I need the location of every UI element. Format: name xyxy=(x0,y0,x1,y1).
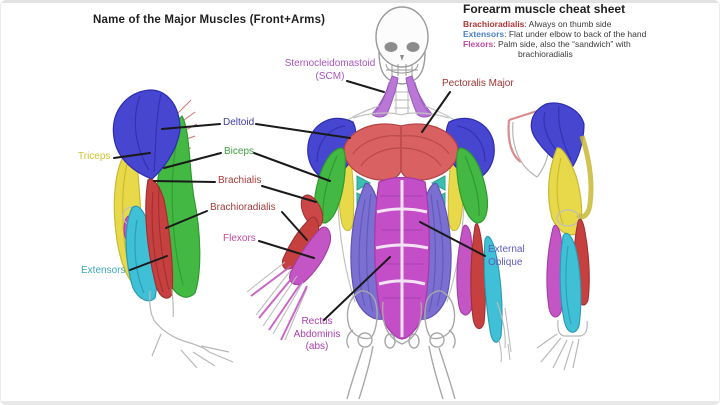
cheat-desc: : Flat under elbow to back of the hand xyxy=(504,29,647,39)
label-flexors: Flexors xyxy=(223,233,256,244)
cheat-sheet-title: Forearm muscle cheat sheet xyxy=(463,2,626,16)
cheat-desc: : Palm side, also the “sandwich” with br… xyxy=(493,39,631,59)
cheat-term: Flexors xyxy=(463,39,494,49)
extensors-muscle-back xyxy=(559,232,582,333)
biceps-muscle-right xyxy=(456,147,489,224)
pointer-deltoid-left xyxy=(161,123,221,130)
pointer-triceps xyxy=(113,152,151,159)
cheat-sheet-item-brachioradialis: Brachioradialis: Always on thumb side xyxy=(463,19,709,29)
biceps-muscle-left xyxy=(313,147,346,224)
pointer-brachialis-right xyxy=(261,185,317,203)
cheat-sheet-item-flexors: Flexors: Palm side, also the “sandwich” … xyxy=(463,39,709,59)
pointer-biceps-right xyxy=(253,152,331,182)
left-hand-sketch xyxy=(246,261,308,341)
cheat-sheet-item-extensors: Extensors: Flat under elbow to back of t… xyxy=(463,29,709,39)
pelvis-sketch xyxy=(346,290,456,400)
cheat-sheet: Forearm muscle cheat sheet Brachioradial… xyxy=(463,2,709,59)
cheat-term: Extensors xyxy=(463,29,505,39)
skull-sketch xyxy=(375,6,429,85)
top-edge-bar xyxy=(1,0,719,3)
pointer-rectus-abdominis xyxy=(323,256,391,321)
label-biceps: Biceps xyxy=(224,146,255,157)
pointer-brachioradialis-left xyxy=(165,210,208,229)
neck-bones xyxy=(394,84,410,114)
left-arm-hand-sketch xyxy=(149,288,234,369)
pointer-brachioradialis-right xyxy=(281,211,308,241)
flexor-tendons-left xyxy=(250,265,308,341)
cheat-desc: : Always on thumb side xyxy=(524,19,612,29)
label-sternocleidomastoid: Sternocleidomastoid (SCM) xyxy=(284,58,376,82)
right-arm-figure xyxy=(507,102,594,371)
scm-muscles xyxy=(371,75,433,118)
brachioradialis-muscle-left xyxy=(281,216,320,270)
label-external-oblique: External Oblique xyxy=(488,244,525,268)
bottom-edge-bar xyxy=(1,401,719,405)
scapula-sketch xyxy=(512,121,550,178)
right-arm-hand-sketch xyxy=(536,319,588,371)
pointer-brachialis-left xyxy=(153,180,216,183)
pointer-scm xyxy=(346,80,385,93)
elbow-sketch-back xyxy=(556,209,580,227)
pointer-flexors xyxy=(258,240,315,259)
pectoralis-muscles xyxy=(343,123,459,181)
label-rectus-abdominis: Rectus Abdominis (abs) xyxy=(293,316,341,352)
pointer-biceps-left xyxy=(163,152,222,169)
label-brachioradialis: Brachioradialis xyxy=(210,202,276,213)
left-arm-figure xyxy=(112,89,234,369)
cheat-term: Brachioradialis xyxy=(463,19,525,29)
triceps-muscle-back xyxy=(548,135,594,236)
extensors-muscle-right xyxy=(483,235,503,343)
page-title: Name of the Major Muscles (Front+Arms) xyxy=(93,14,326,26)
right-hand-sketch xyxy=(496,301,512,363)
label-pectoralis-major: Pectoralis Major xyxy=(442,78,514,89)
pointer-lines xyxy=(113,80,486,321)
flexors-muscle-back xyxy=(546,224,564,318)
pointer-external-oblique xyxy=(419,221,486,257)
rectus-tendon-lines xyxy=(375,180,429,337)
label-brachialis: Brachialis xyxy=(218,175,262,186)
label-deltoid: Deltoid xyxy=(223,117,255,128)
pointer-deltoid-right xyxy=(255,123,351,139)
label-extensors: Extensors xyxy=(81,265,126,276)
pointer-extensors xyxy=(129,255,168,271)
brachioradialis-muscle-right xyxy=(470,223,486,330)
pointer-pectoralis xyxy=(421,91,451,133)
label-triceps: Triceps xyxy=(78,151,111,162)
